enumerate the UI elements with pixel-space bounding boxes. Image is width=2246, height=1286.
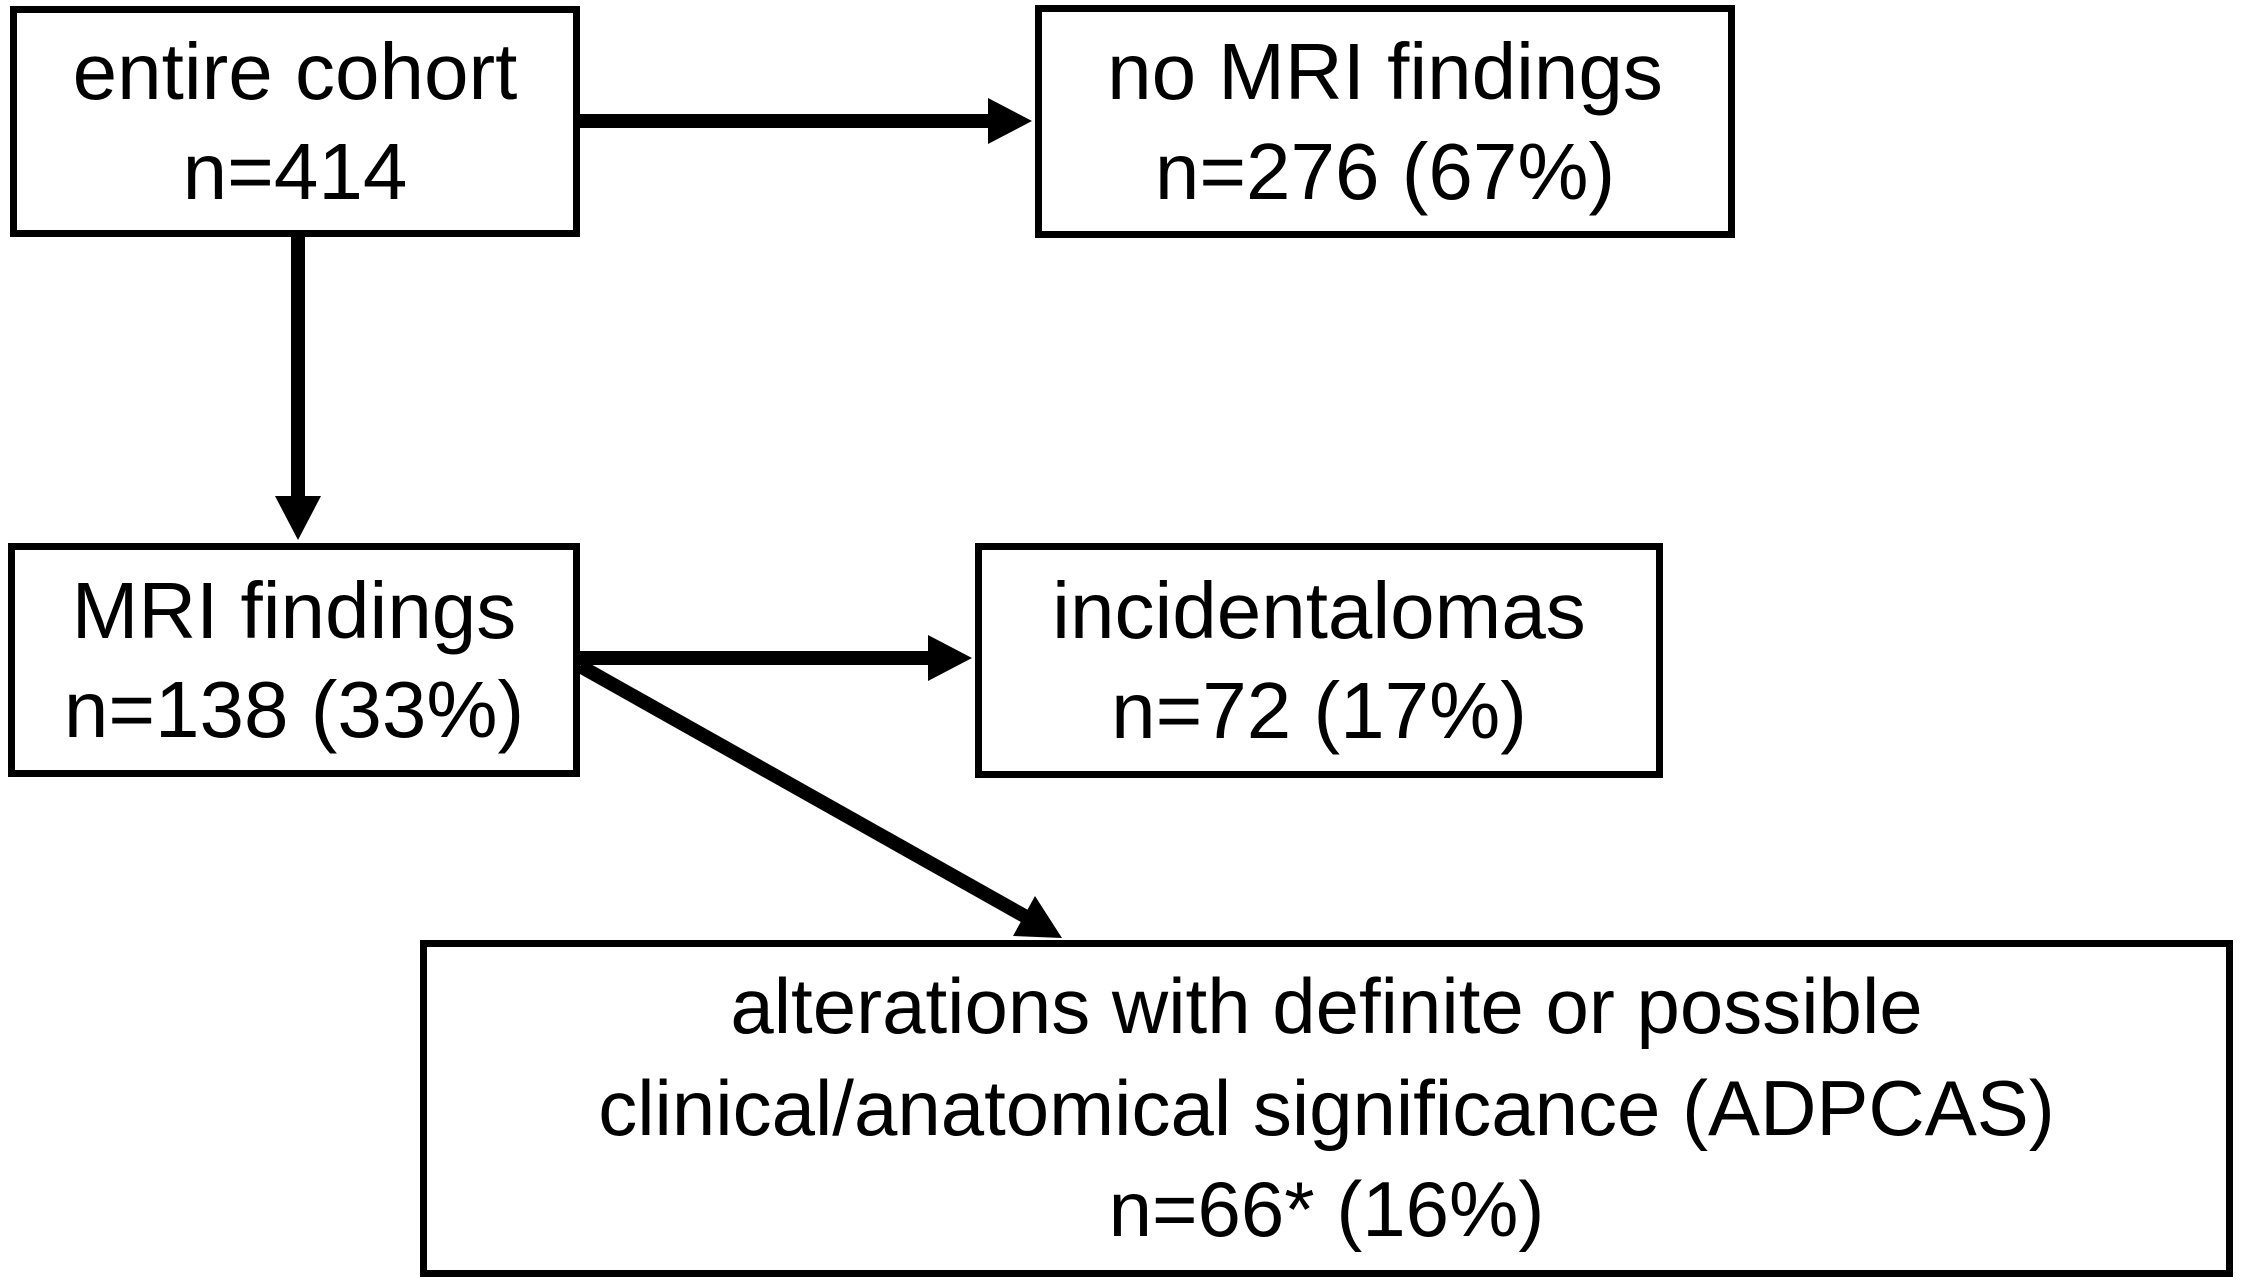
node-count: n=66* (16%) [1108, 1165, 1545, 1254]
node-label-line-2: clinical/anatomical significance (ADPCAS… [598, 1063, 2055, 1152]
node-incidentalomas: incidentalomas n=72 (17%) [975, 543, 1663, 778]
node-entire-cohort: entire cohort n=414 [10, 6, 580, 237]
node-label: incidentalomas [1052, 566, 1586, 656]
node-count: n=276 (67%) [1154, 126, 1616, 216]
node-adpcas: alterations with definite or possible cl… [420, 940, 2233, 1277]
arrow-mri-findings-to-adpcas [576, 659, 1062, 938]
node-count: n=72 (17%) [1111, 665, 1527, 755]
arrow-entire-cohort-to-mri-findings [275, 235, 321, 540]
node-label: no MRI findings [1107, 27, 1663, 117]
node-label-line-1: alterations with definite or possible [730, 962, 1923, 1051]
node-count: n=138 (33%) [63, 665, 525, 754]
node-label: MRI findings [71, 565, 517, 655]
node-mri-findings: MRI findings n=138 (33%) [8, 543, 580, 777]
node-no-mri-findings: no MRI findings n=276 (67%) [1035, 5, 1735, 238]
arrow-mri-findings-to-incidentalomas [578, 635, 972, 681]
arrow-entire-cohort-to-no-mri-findings [578, 98, 1032, 144]
node-label: entire cohort [72, 27, 518, 117]
node-count: n=414 [182, 126, 408, 216]
